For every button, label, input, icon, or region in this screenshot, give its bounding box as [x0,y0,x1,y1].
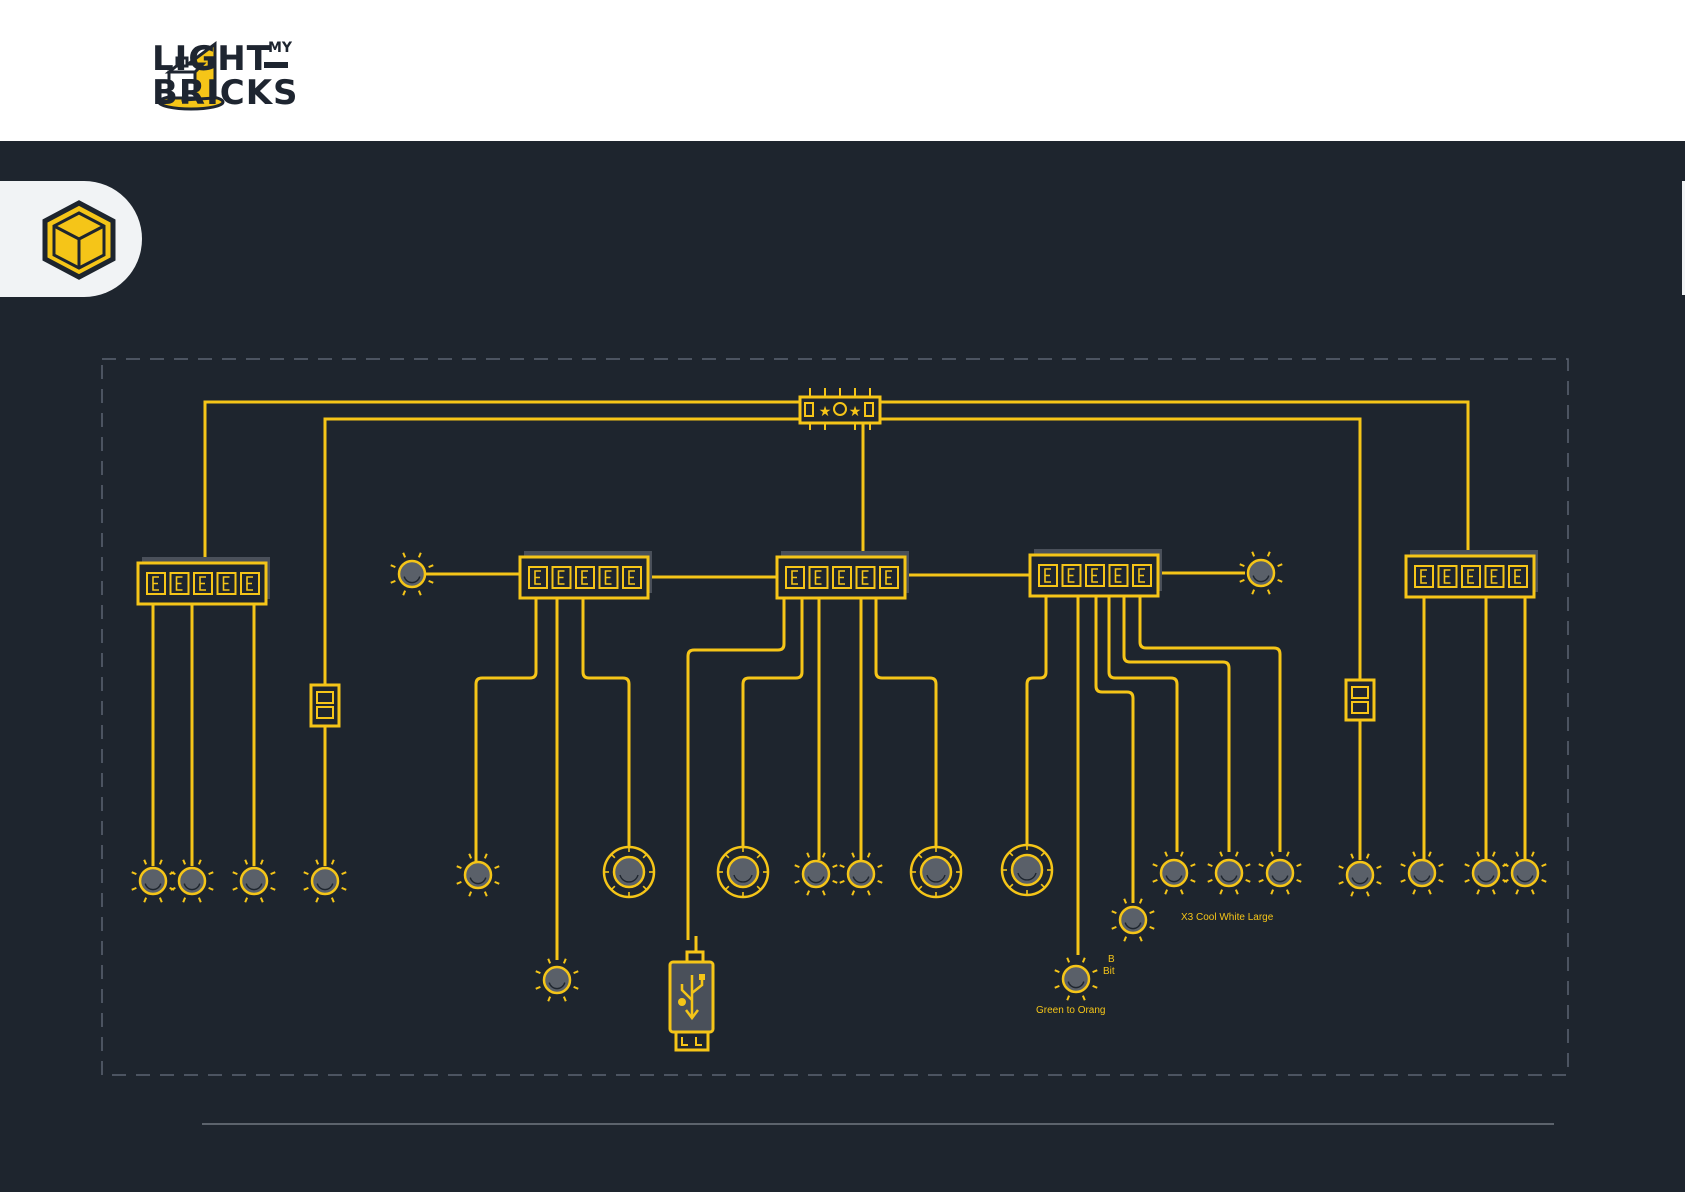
label-bit-b: B [1108,954,1115,965]
usb-icon [670,936,713,1050]
light-icon [304,860,346,902]
wire-h2-c [583,598,629,850]
label-green-orange: Green to Orang [1036,1005,1105,1016]
effects-board-icon: ★ ★ [800,388,880,430]
light-icon [1055,958,1097,1000]
light-icon [1112,899,1154,941]
light-icon [795,853,837,895]
wire-h4-c [1096,596,1133,903]
light-icon [171,860,213,902]
light-icon [1002,845,1052,895]
wire-h4-d [1109,596,1177,852]
light-icon [536,959,578,1001]
light-icon [457,854,499,896]
hub-icon [520,551,652,598]
adapter-icon [311,685,339,726]
light-icon [718,847,768,897]
svg-text:★: ★ [849,404,862,420]
svg-text:★: ★ [819,404,832,420]
light-icon [1339,854,1381,896]
light-icon [1240,552,1282,594]
light-icon [233,860,275,902]
hub-icon [138,557,270,604]
adapter-icon [1346,680,1374,720]
wire-top-right [880,402,1468,557]
light-icon [1208,852,1250,894]
label-cool-white: X3 Cool White Large [1181,912,1273,923]
wire-h3-a [743,598,802,848]
wire-h4-a [1027,596,1046,848]
label-bit: Bit [1103,966,1115,977]
light-icon [604,847,654,897]
light-icon [1259,852,1301,894]
light-icon [911,847,961,897]
wire-h3-d [876,598,936,848]
wire-h4-f [1140,596,1280,852]
light-icon [132,860,174,902]
wire-h2-a [476,598,536,863]
hub-icon [1406,550,1538,597]
hub-icon [1030,549,1162,596]
light-icon [1401,852,1443,894]
light-icon [1153,852,1195,894]
wire-top-left [205,402,800,565]
hub-icon [777,551,909,598]
